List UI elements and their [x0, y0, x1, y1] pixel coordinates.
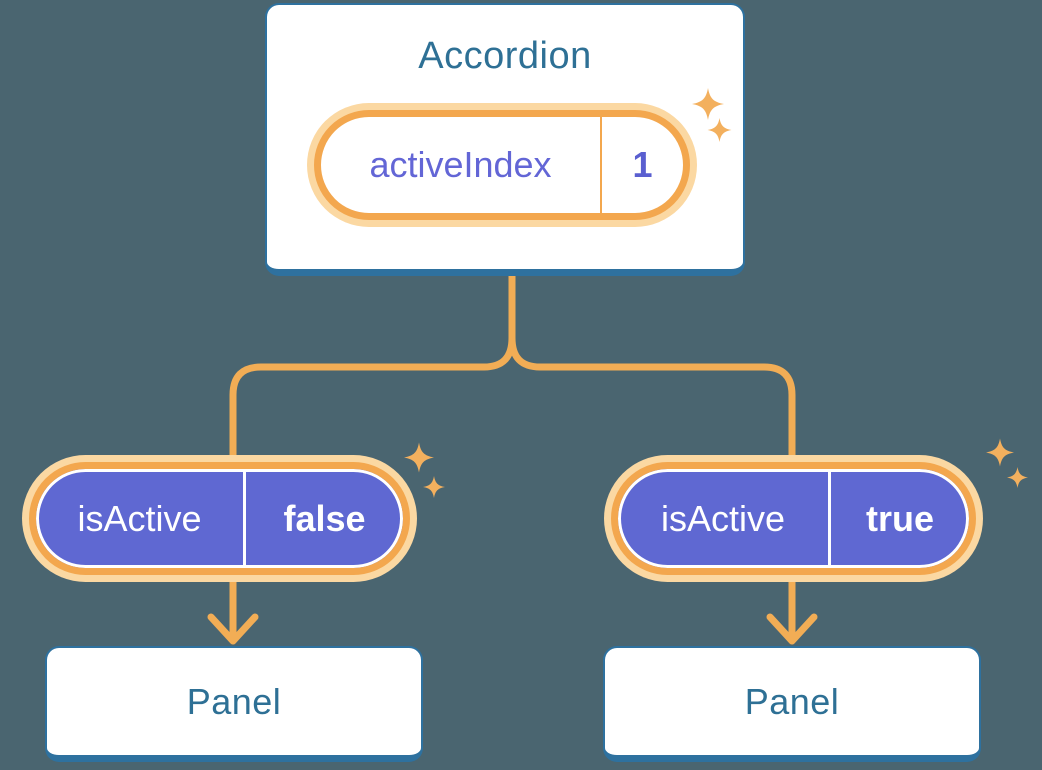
- sparkle-icon: [986, 438, 1014, 467]
- sparkle-icon: [1007, 467, 1028, 488]
- connector-right-branch: [508, 267, 818, 645]
- prop-pill-label: isActive: [660, 497, 786, 539]
- sparkle-icon: [707, 118, 732, 142]
- panel-card-left: Panel: [45, 646, 423, 762]
- connector-left-branch: [207, 267, 516, 645]
- prop-pill-value: false: [283, 497, 366, 539]
- state-pill-active-index: activeIndex 1: [314, 110, 690, 220]
- accordion-title: Accordion: [418, 35, 592, 77]
- sparkle-icon: [423, 476, 445, 498]
- state-pill-divider: [600, 117, 602, 213]
- sparkle-icon: [404, 442, 434, 473]
- prop-pill-label: isActive: [77, 497, 202, 539]
- prop-pill-isactive-true: isActive true: [611, 462, 976, 575]
- prop-pill-value: true: [865, 497, 934, 539]
- prop-pill-divider: [828, 469, 831, 568]
- panel-title: Panel: [186, 680, 282, 722]
- prop-pill-isactive-false: isActive false: [29, 462, 410, 575]
- prop-pill-divider: [243, 469, 246, 568]
- panel-card-right: Panel: [603, 646, 981, 762]
- state-pill-value: 1: [632, 144, 653, 185]
- sparkle-icon: [692, 88, 724, 120]
- state-pill-label: activeIndex: [369, 144, 552, 185]
- panel-title: Panel: [744, 680, 840, 722]
